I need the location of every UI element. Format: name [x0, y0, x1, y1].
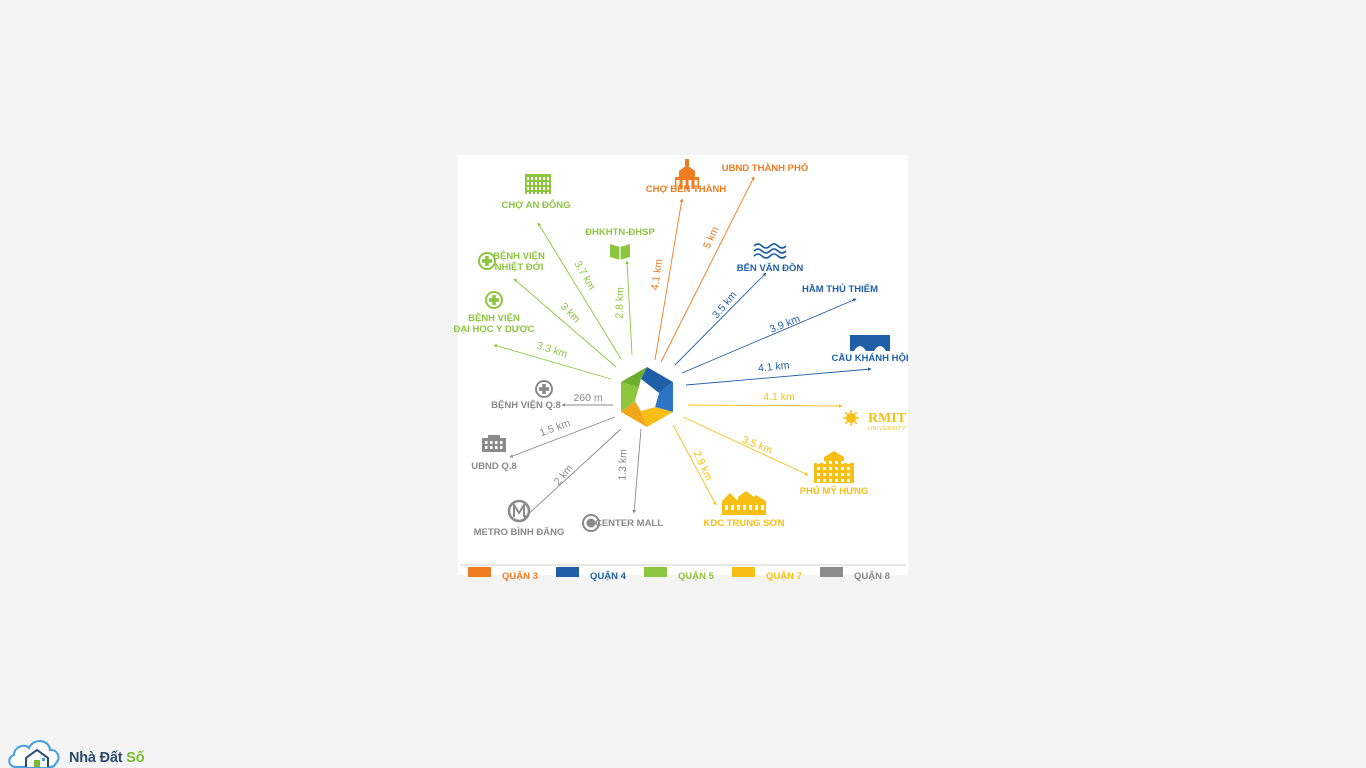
- ray-phu-my-hung: [682, 416, 809, 476]
- distance-label-cau-khanh-hoi: 4.1 km: [757, 359, 790, 374]
- ray-ben-van-don: [674, 272, 767, 366]
- legend-label-district4: QUẬN 4: [590, 570, 627, 582]
- brand-name: Nhà Đất: [69, 750, 127, 766]
- office-icon: [482, 435, 506, 452]
- label-dhkhtn-dhsp: ĐHKHTN-ĐHSP: [585, 227, 655, 238]
- label-ham-thu-thiem: HẦM THỦ THIÊM: [802, 283, 878, 295]
- label-cho-an-dong: CHỢ AN ĐÔNG: [502, 199, 571, 211]
- label-rmit-sub: UNIVERSITY: [868, 426, 906, 432]
- distance-label-metro-binh-dang: 2 km: [552, 462, 576, 487]
- label-rmit: RMIT: [868, 411, 907, 426]
- distance-label-center-mall: 1.3 km: [616, 449, 629, 481]
- distance-label-ubnd-q8: 1.5 km: [538, 417, 572, 439]
- legend-swatch-district4: [556, 567, 579, 577]
- label-benh-vien-dai-hoc-y-duoc: BỆNH VIỆN: [468, 312, 520, 324]
- legend-swatch-district8: [820, 567, 843, 577]
- label-metro-binh-dang: METRO BÌNH ĐĂNG: [474, 527, 565, 538]
- legend-swatch-district3: [468, 567, 491, 577]
- label-cau-khanh-hoi: CẦU KHÁNH HỘI: [831, 352, 908, 364]
- ray-ham-thu-thiem: [681, 298, 857, 374]
- distance-label-benh-vien-q8: 260 m: [573, 392, 602, 404]
- ray-ubnd-q8: [509, 416, 616, 458]
- label-phu-my-hung: PHÚ MỸ HƯNG: [800, 485, 869, 497]
- legend-swatch-district5: [644, 567, 667, 577]
- rmit-logo-icon: [843, 410, 859, 426]
- bridge-icon: [850, 335, 890, 351]
- ray-ubnd-thanh-pho: [660, 176, 755, 363]
- district-legend: QUẬN 3 QUẬN 4 QUẬN 5 QUẬN 7 QUẬN 8: [460, 564, 906, 582]
- label-center-mall: CENTER MALL: [595, 518, 663, 529]
- legend-label-district3: QUẬN 3: [502, 570, 538, 582]
- brand-name-accent: Số: [126, 750, 145, 766]
- distance-label-rmit: 4.1 km: [763, 391, 795, 403]
- legend-label-district8: QUẬN 8: [854, 570, 890, 582]
- label-benh-vien-dai-hoc-y-duoc-line2: ĐẠI HỌC Y DƯỢC: [453, 324, 534, 335]
- distance-rays: [493, 176, 872, 519]
- brand-watermark: Nhà Đất Số: [69, 750, 145, 766]
- legend-label-district5: QUẬN 5: [678, 570, 715, 582]
- medical-cross-icon: [478, 252, 496, 270]
- waves-icon: [753, 243, 787, 259]
- ray-cho-ben-thanh: [654, 198, 684, 361]
- distance-label-cho-an-dong: 3.7 km: [572, 259, 598, 293]
- ray-kdc-trung-son: [672, 424, 717, 506]
- label-cho-ben-thanh: CHỢ BẾN THÀNH: [646, 184, 727, 195]
- market-building-icon: [525, 174, 551, 195]
- label-benh-vien-nhiet-doi-line2: NHIỆT ĐỚI: [495, 261, 544, 273]
- label-ubnd-thanh-pho: UBND THÀNH PHỐ: [722, 162, 809, 174]
- distance-label-phu-my-hung: 3.5 km: [740, 434, 774, 457]
- distance-label-kdc-trung-son: 2.9 km: [691, 449, 715, 483]
- distance-label-cho-ben-thanh: 4.1 km: [649, 258, 665, 291]
- label-kdc-trung-son: KDC TRUNG SƠN: [704, 518, 785, 529]
- project-logo-icon: [621, 367, 673, 427]
- ray-benh-vien-dai-hoc-y-duoc: [493, 344, 612, 380]
- houses-icon: [722, 491, 766, 515]
- target-icon: [582, 514, 600, 532]
- ray-metro-binh-dang: [523, 428, 622, 519]
- distance-label-ben-van-don: 3.5 km: [710, 289, 740, 321]
- label-benh-vien-q8: BỆNH VIỆN Q.8: [491, 399, 561, 411]
- label-ben-van-don: BẾN VÂN ĐỒN: [737, 262, 804, 274]
- distance-label-benh-vien-nhiet-doi: 3 km: [558, 301, 583, 326]
- ray-cau-khanh-hoi: [685, 367, 872, 386]
- market-hall-icon: [675, 159, 699, 189]
- label-ubnd-q8: UBND Q.8: [471, 461, 516, 472]
- book-icon: [610, 244, 630, 260]
- ray-cho-an-dong: [537, 222, 622, 360]
- distance-label-ham-thu-thiem: 3.9 km: [768, 313, 802, 336]
- label-benh-vien-nhiet-doi: BỆNH VIỆN: [493, 250, 545, 262]
- cloud-house-logo-icon: [8, 740, 60, 768]
- legend-swatch-district7: [732, 567, 755, 577]
- ray-dhkhtn-dhsp: [625, 260, 633, 356]
- destination-icons: [478, 159, 890, 532]
- medical-cross-icon: [535, 380, 553, 398]
- ray-center-mall: [632, 428, 642, 514]
- ray-rmit: [687, 404, 843, 408]
- distance-label-dhkhtn-dhsp: 2.8 km: [613, 287, 626, 319]
- ray-benh-vien-nhiet-doi: [513, 278, 617, 368]
- medical-cross-icon: [485, 291, 503, 309]
- legend-label-district7: QUẬN 7: [766, 570, 802, 582]
- distance-label-benh-vien-dai-hoc-y-duoc: 3.3 km: [535, 340, 569, 361]
- building-icon: [814, 451, 854, 483]
- metro-icon: [507, 499, 531, 523]
